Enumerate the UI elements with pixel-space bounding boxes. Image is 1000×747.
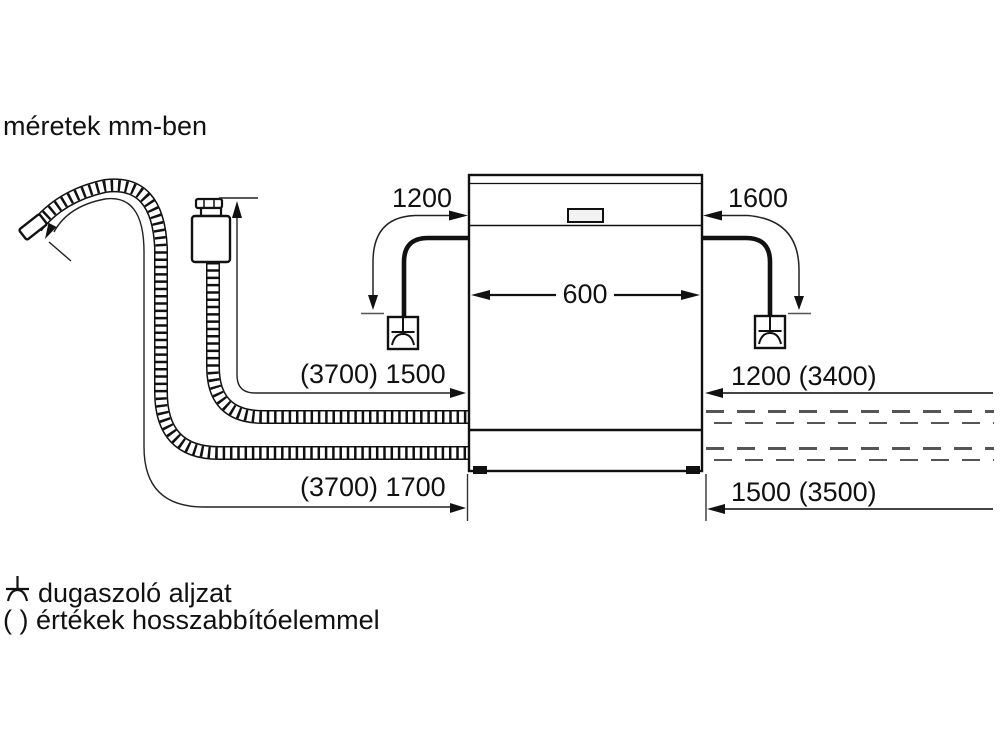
arrowhead-left [471, 290, 490, 300]
door-handle-icon [567, 208, 604, 223]
socket-left-icon [386, 315, 420, 351]
diagram-title: méretek mm-ben [3, 111, 208, 141]
right-extension-dashes [706, 410, 994, 461]
power-cords [401, 235, 773, 317]
arrowhead-right [450, 503, 466, 513]
arrowhead-down-left [45, 222, 57, 239]
legend-socket-label: dugaszoló aljzat [38, 578, 232, 608]
dishwasher-outline [467, 173, 704, 474]
arrowhead-up [232, 201, 242, 218]
dim-label-supply-hose: (3700) 1500 [300, 359, 446, 389]
arrowhead-right [450, 388, 466, 398]
arrowhead-left [707, 504, 725, 514]
socket-right-icon [753, 314, 787, 350]
arrowhead-down [794, 296, 804, 310]
right-foot [686, 466, 700, 474]
supply-length-dimension [219, 197, 466, 398]
legend-extension-note: ( ) értékek hosszabbítóelemmel [3, 605, 380, 635]
power-cord-left [401, 235, 469, 317]
arrowhead-right [681, 290, 700, 300]
legend-socket-icon [6, 576, 29, 602]
dim-label-cord-left: 1200 [391, 183, 453, 213]
dim-label-drain-hose: (3700) 1700 [300, 472, 446, 502]
arrowhead-right [449, 210, 468, 221]
arrowhead-down [368, 295, 378, 310]
dim-label-reach-upper-right: 1200 (3400) [731, 361, 877, 391]
aquastop-valve-icon [190, 197, 232, 264]
width-dimension [471, 290, 700, 300]
dim-label-appliance-width: 600 [562, 279, 608, 309]
dim-label-cord-right: 1600 [727, 183, 789, 213]
right-lower-dimension [466, 474, 993, 521]
drain-hose-icon [18, 185, 470, 453]
power-cord-right [702, 235, 773, 316]
arrowhead-left [703, 210, 722, 221]
drain-length-dimension [45, 197, 466, 513]
left-foot [473, 466, 487, 474]
right-upper-dimension [705, 388, 993, 398]
left-cord-dimension [361, 210, 468, 315]
drain-hose-end-cap [18, 213, 48, 241]
dim-label-reach-lower-right: 1500 (3500) [731, 477, 877, 507]
right-cord-dimension [703, 210, 811, 315]
supply-hose-icon [213, 262, 470, 417]
arrowhead-left [705, 388, 723, 398]
